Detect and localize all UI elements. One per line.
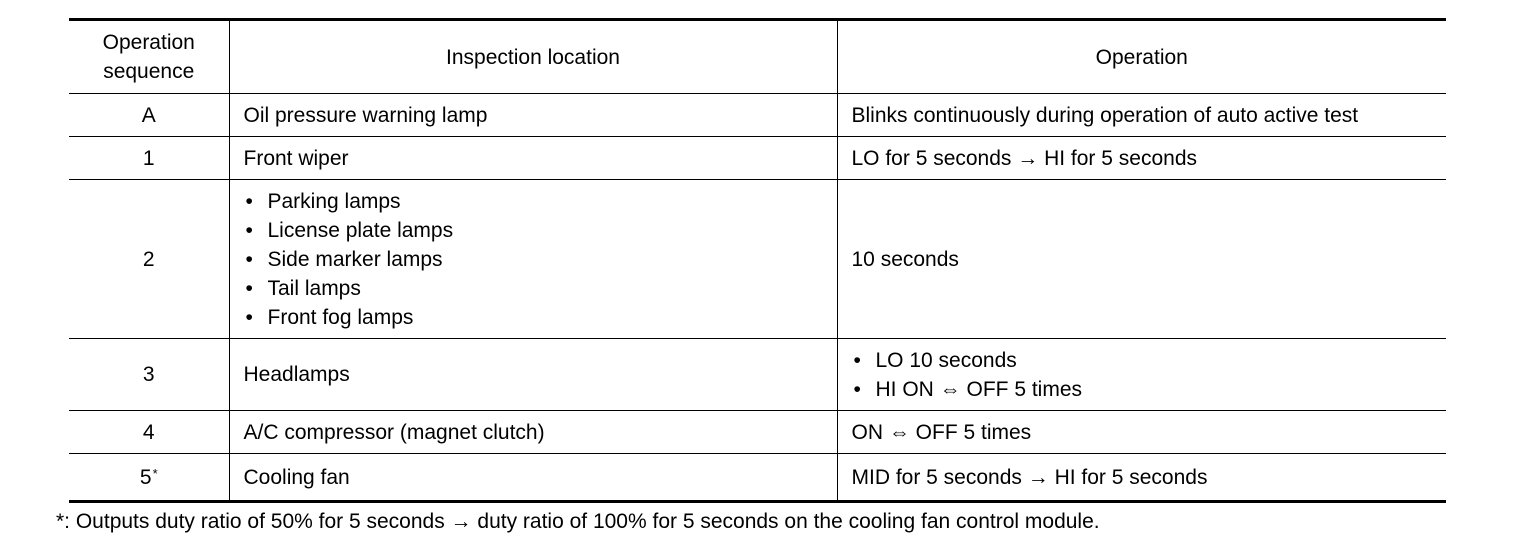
table-header-row: Operation sequence Inspection location O…: [69, 18, 1446, 94]
list-item-text: License plate lamps: [267, 218, 454, 242]
sequence-cell: 1: [69, 136, 229, 180]
location-cell: Front wiper: [228, 136, 837, 180]
sequence-cell: 3: [69, 338, 229, 411]
location-cell: Cooling fan: [228, 453, 837, 503]
header-operation: Operation: [836, 18, 1446, 94]
list-item-text: Side marker lamps: [267, 247, 443, 271]
table-row: 1 Front wiper LO for 5 seconds → HI for …: [69, 136, 1446, 180]
location-cell: Oil pressure warning lamp: [228, 93, 837, 137]
sequence-cell: 5*: [69, 453, 229, 503]
bullet-icon: •: [853, 377, 861, 401]
table-row: 3 Headlamps • LO 10 seconds • HI ON ⇔ OFF …: [69, 338, 1446, 411]
location-cell: A/C compressor (magnet clutch): [228, 410, 837, 454]
list-item: • Front fog lamps: [244, 303, 823, 332]
sequence-value: 5: [139, 465, 152, 489]
footnote-mark: *: [152, 465, 158, 481]
operation-bullet-list: • LO 10 seconds • HI ON ⇔ OFF 5 times: [852, 346, 1433, 404]
list-item-text: Front fog lamps: [267, 305, 414, 329]
location-cell: Headlamps: [228, 338, 837, 411]
list-item: • Tail lamps: [244, 274, 823, 303]
location-cell: • Parking lamps • License plate lamps • Sid…: [228, 179, 837, 339]
table-row: 4 A/C compressor (magnet clutch) ON ⇔ OF…: [69, 410, 1446, 454]
list-item: • License plate lamps: [244, 216, 823, 245]
operation-cell: LO for 5 seconds → HI for 5 seconds: [836, 136, 1446, 180]
sequence-cell: A: [69, 93, 229, 137]
table-row: 2 • Parking lamps • License plate lamps • S…: [69, 179, 1446, 339]
list-item: • Parking lamps: [244, 187, 823, 216]
inspection-table: Operation sequence Inspection location O…: [69, 18, 1446, 503]
list-item-text: LO 10 seconds: [875, 348, 1017, 372]
list-item: • Side marker lamps: [244, 245, 823, 274]
list-item: • HI ON ⇔ OFF 5 times: [852, 375, 1433, 404]
operation-cell: ON ⇔ OFF 5 times: [836, 410, 1446, 454]
table-footnote: *: Outputs duty ratio of 50% for 5 secon…: [56, 510, 1100, 533]
table-row: 5* Cooling fan MID for 5 seconds → HI fo…: [69, 453, 1446, 503]
header-seq-line2: sequence: [103, 60, 195, 83]
operation-cell: MID for 5 seconds → HI for 5 seconds: [836, 453, 1446, 503]
list-item: • LO 10 seconds: [852, 346, 1433, 375]
header-seq-line1: Operation: [102, 31, 195, 54]
location-bullet-list: • Parking lamps • License plate lamps • Sid…: [244, 187, 823, 332]
operation-cell: 10 seconds: [836, 179, 1446, 339]
operation-cell: • LO 10 seconds • HI ON ⇔ OFF 5 times: [836, 338, 1446, 411]
list-item-text: Parking lamps: [267, 189, 401, 213]
bullet-icon: •: [245, 247, 253, 271]
header-operation-sequence: Operation sequence: [69, 18, 229, 94]
bullet-icon: •: [245, 218, 253, 242]
sequence-cell: 4: [69, 410, 229, 454]
list-item-text: Tail lamps: [267, 276, 361, 300]
list-item-text: HI ON ⇔ OFF 5 times: [875, 377, 1083, 401]
table-row: A Oil pressure warning lamp Blinks conti…: [69, 93, 1446, 137]
header-inspection-location: Inspection location: [228, 18, 837, 94]
bullet-icon: •: [245, 276, 253, 300]
sequence-cell: 2: [69, 179, 229, 339]
operation-cell: Blinks continuously during operation of …: [836, 93, 1446, 137]
bullet-icon: •: [245, 189, 253, 213]
bullet-icon: •: [853, 348, 861, 372]
bullet-icon: •: [245, 305, 253, 329]
